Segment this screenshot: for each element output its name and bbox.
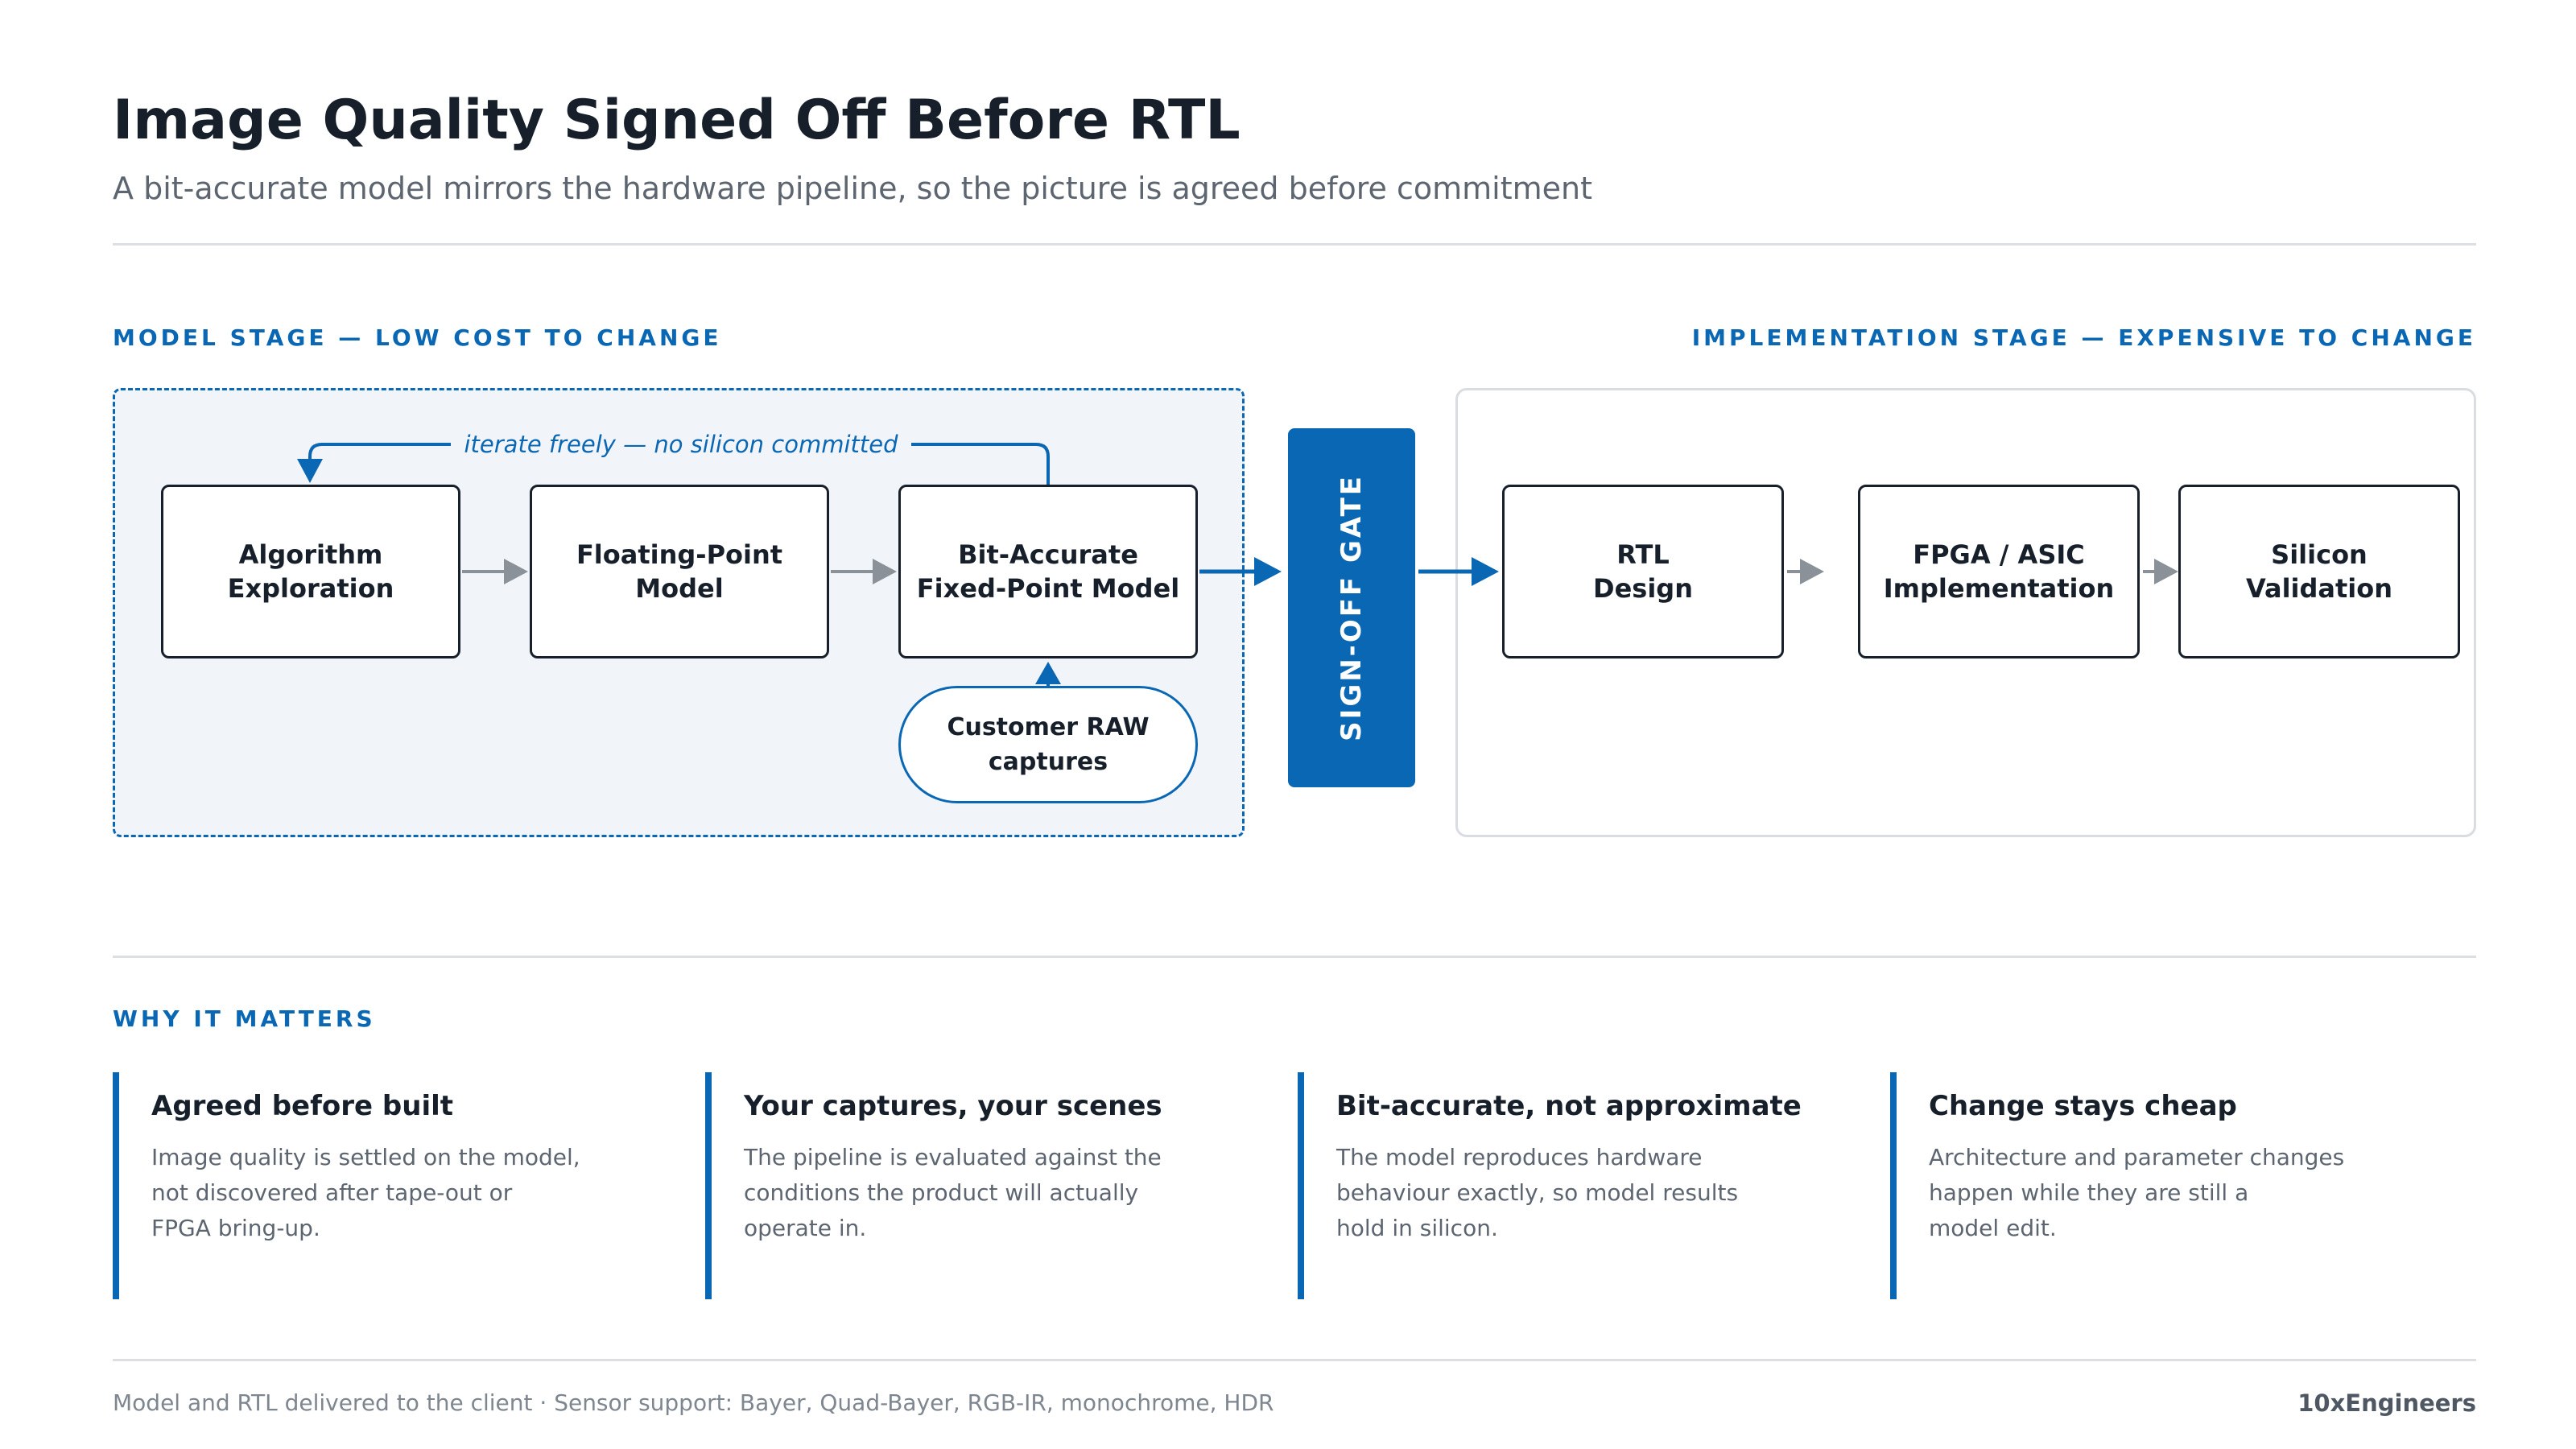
node-line: Fixed-Point Model bbox=[916, 573, 1180, 604]
card-body-line: model edit. bbox=[1929, 1215, 2057, 1241]
node-line: Model bbox=[635, 573, 724, 604]
card-body-line: not discovered after tape-out or bbox=[151, 1179, 513, 1206]
card-title: Change stays cheap bbox=[1929, 1090, 2237, 1122]
card-title: Your captures, your scenes bbox=[744, 1090, 1162, 1122]
card-body: Image quality is settled on the model, n… bbox=[151, 1140, 634, 1246]
node-line: Bit-Accurate bbox=[958, 539, 1138, 570]
card-accent-bar bbox=[705, 1072, 712, 1299]
node-line: Silicon bbox=[2271, 539, 2368, 570]
card-body-line: The model reproduces hardware bbox=[1336, 1144, 1703, 1170]
node-line: FPGA / ASIC bbox=[1913, 539, 2085, 570]
page-subtitle: A bit-accurate model mirrors the hardwar… bbox=[113, 171, 1593, 206]
node-line: Algorithm bbox=[238, 539, 383, 570]
node-line: RTL bbox=[1616, 539, 1670, 570]
node-line: Floating-Point bbox=[576, 539, 783, 570]
card-body-line: happen while they are still a bbox=[1929, 1179, 2249, 1206]
card-body-line: operate in. bbox=[744, 1215, 867, 1241]
card-body-line: The pipeline is evaluated against the bbox=[744, 1144, 1162, 1170]
node-line: captures bbox=[988, 748, 1108, 776]
model-stage-label: MODEL STAGE — LOW COST TO CHANGE bbox=[113, 324, 722, 351]
card-accent-bar bbox=[113, 1072, 119, 1299]
divider bbox=[113, 1359, 2476, 1361]
node-customer-raw-captures: Customer RAW captures bbox=[898, 686, 1198, 803]
card-body-line: hold in silicon. bbox=[1336, 1215, 1498, 1241]
page-title: Image Quality Signed Off Before RTL bbox=[113, 89, 1241, 152]
card-accent-bar bbox=[1890, 1072, 1897, 1299]
card-body: The model reproduces hardware behaviour … bbox=[1336, 1140, 1819, 1246]
card-your-captures: Your captures, your scenes The pipeline … bbox=[705, 1072, 1285, 1299]
node-line: Exploration bbox=[227, 573, 394, 604]
card-body: Architecture and parameter changes happe… bbox=[1929, 1140, 2412, 1246]
card-body-line: conditions the product will actually bbox=[744, 1179, 1139, 1206]
card-change-stays-cheap: Change stays cheap Architecture and para… bbox=[1890, 1072, 2470, 1299]
node-line: Implementation bbox=[1883, 573, 2115, 604]
card-bit-accurate: Bit-accurate, not approximate The model … bbox=[1298, 1072, 1877, 1299]
card-body-line: Image quality is settled on the model, bbox=[151, 1144, 580, 1170]
sign-off-gate-label: SIGN-OFF GATE bbox=[1335, 474, 1368, 741]
card-title: Agreed before built bbox=[151, 1090, 454, 1122]
node-line: Design bbox=[1593, 573, 1693, 604]
footer-brand: 10xEngineers bbox=[2297, 1389, 2476, 1417]
implementation-stage-label: IMPLEMENTATION STAGE — EXPENSIVE TO CHAN… bbox=[1691, 324, 2476, 351]
card-title: Bit-accurate, not approximate bbox=[1336, 1090, 1802, 1122]
divider bbox=[113, 243, 2476, 246]
iterate-loop-label: iterate freely — no silicon committed bbox=[451, 431, 911, 458]
divider bbox=[113, 956, 2476, 958]
why-it-matters-label: WHY IT MATTERS bbox=[113, 1005, 376, 1032]
card-body-line: Architecture and parameter changes bbox=[1929, 1144, 2345, 1170]
footer-note: Model and RTL delivered to the client · … bbox=[113, 1389, 1274, 1416]
card-agreed-before-built: Agreed before built Image quality is set… bbox=[113, 1072, 692, 1299]
sign-off-gate: SIGN-OFF GATE bbox=[1288, 428, 1415, 787]
node-line: Validation bbox=[2245, 573, 2393, 604]
node-line: Customer RAW bbox=[947, 712, 1150, 741]
card-body: The pipeline is evaluated against the co… bbox=[744, 1140, 1227, 1246]
card-body-line: FPGA bring-up. bbox=[151, 1215, 320, 1241]
card-body-line: behaviour exactly, so model results bbox=[1336, 1179, 1739, 1206]
card-accent-bar bbox=[1298, 1072, 1304, 1299]
